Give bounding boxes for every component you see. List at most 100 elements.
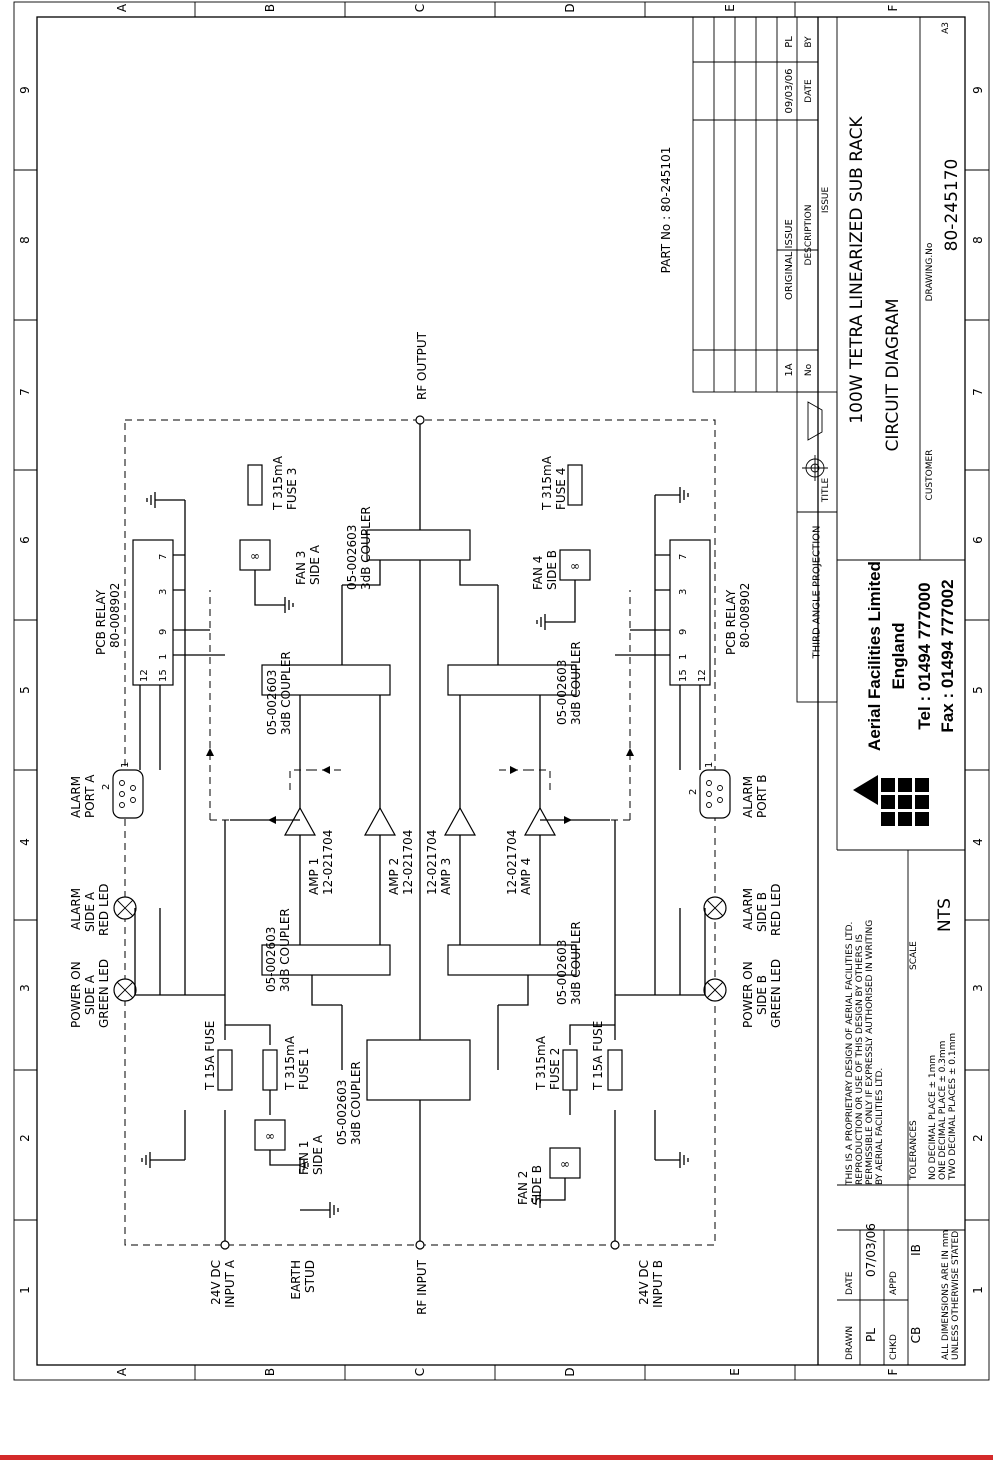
company-fax: Fax : 01494 777002 <box>938 579 957 732</box>
tolerances-label: TOLERANCES <box>909 1120 919 1181</box>
drawing-subtitle: CIRCUIT DIAGRAM <box>883 299 903 452</box>
port-b-pin-1: 1 <box>704 762 715 768</box>
scale-label: SCALE <box>909 941 919 970</box>
coupler-combine-a-label-1: 05-002603 <box>265 670 279 735</box>
fuse-3-label-1: T 315mA <box>271 455 285 511</box>
svg-text:∞: ∞ <box>570 559 580 573</box>
alarm-led-b-label-3: RED LED <box>769 884 783 936</box>
revision-col-no: No <box>804 363 814 376</box>
relay-b-pin-7: 7 <box>678 554 689 560</box>
fuse-2-label-2: FUSE 2 <box>548 1048 562 1090</box>
zone-number-8-left: 8 <box>18 236 32 244</box>
svg-text:∞: ∞ <box>560 1157 570 1171</box>
circuit-labels: 24V DC INPUT A EARTH STUD RF INPUT 24V D… <box>69 331 783 1315</box>
terminal-input-b <box>610 1240 620 1250</box>
input-a-label-1: 24V DC <box>209 1260 223 1305</box>
coupler-split-a-label-1: 05-002603 <box>264 927 278 992</box>
power-a-label-2: SIDE A <box>83 974 97 1015</box>
coupler-combine-b-label-1: 05-002603 <box>555 660 569 725</box>
amp-3-icon <box>443 806 477 836</box>
fan-4-label-1: FAN 4 <box>531 556 545 590</box>
zone-number-3-right: 3 <box>971 984 985 992</box>
drawn-label: DRAWN <box>845 1326 855 1360</box>
zone-number-7-left: 7 <box>18 388 32 396</box>
fuse-1-label-2: FUSE 1 <box>297 1048 311 1090</box>
pcb-relay-a <box>132 539 174 686</box>
zone-letter-b-bottom: B <box>263 1368 277 1376</box>
terminal-rf-output <box>415 415 425 425</box>
coupler-split-b-label-1: 05-002603 <box>555 940 569 1005</box>
amp-1-icon <box>283 806 317 836</box>
zone-number-2-left: 2 <box>18 1134 32 1142</box>
power-rails <box>135 819 710 1245</box>
coupler-combine-a-label-2: 3dB COUPLER <box>279 651 293 735</box>
fuse-15a-b-label: T 15A FUSE <box>591 1021 605 1091</box>
power-b-label-1: POWER ON <box>741 961 755 1028</box>
fuse-2-label-1: T 315mA <box>534 1035 548 1091</box>
projection-symbol-icon <box>802 401 828 481</box>
coupler-output <box>366 529 471 561</box>
input-b-label-2: INPUT B <box>651 1260 665 1308</box>
zone-number-4-right: 4 <box>971 838 985 846</box>
alarm-led-a-icon <box>113 896 137 920</box>
coupler-split-b <box>447 944 577 976</box>
zone-ticks <box>14 2 989 1380</box>
earth-label-2: STUD <box>303 1260 317 1293</box>
alarm-led-a-label-1: ALARM <box>69 888 83 930</box>
input-b-label-1: 24V DC <box>637 1260 651 1305</box>
fuse-1 <box>262 1049 278 1091</box>
fuse-3-label-2: FUSE 3 <box>285 468 299 510</box>
revision-description: ORIGINAL ISSUE <box>784 219 795 300</box>
alarm-port-b-icon <box>699 769 731 819</box>
circuit: ∞ ∞ ∞ ∞ <box>112 415 731 1250</box>
alarm-led-b-icon <box>703 896 727 920</box>
tolerance-line-3: TWO DECIMAL PLACES ± 0.1mm <box>948 1033 958 1181</box>
terminal-rf-input <box>415 1240 425 1250</box>
company-logo <box>853 775 929 826</box>
drawn-value: PL <box>864 1328 878 1342</box>
proprietary-line-1: THIS IS A PROPRIETARY DESIGN OF AERIAL F… <box>845 922 855 1186</box>
dimensions-note-1: ALL DIMENSIONS ARE IN mm <box>941 1230 951 1360</box>
coupler-output-label-1: 05-002603 <box>345 525 359 590</box>
drawing-number: 80-245170 <box>942 159 962 252</box>
date-value: 07/03/06 <box>864 1223 878 1277</box>
zone-number-5-right: 5 <box>971 686 985 694</box>
sheet-size: A3 <box>941 22 951 34</box>
amp-2-icon <box>363 806 397 836</box>
drawing-title: 100W TETRA LINEARIZED SUB RACK <box>847 115 867 423</box>
alarm-port-b-label-2: PORT B <box>755 774 769 818</box>
fan-3-label-1: FAN 3 <box>294 551 308 585</box>
input-a-label-2: INPUT A <box>223 1259 237 1308</box>
pcb-relay-b <box>669 539 711 686</box>
alarm-port-a-label-1: ALARM <box>69 776 83 818</box>
fuse-15a-b <box>607 1049 623 1091</box>
relay-b-pin-1: 1 <box>678 654 689 660</box>
alarm-led-a-label-2: SIDE A <box>83 891 97 932</box>
relay-a-pin-1: 1 <box>158 654 169 660</box>
title-block: THIRD ANGLE PROJECTION TITLE 100W TETRA … <box>796 17 965 1365</box>
fuse-4-label-1: T 315mA <box>540 455 554 511</box>
fuse-1-label-1: T 315mA <box>283 1035 297 1091</box>
revision-by: PL <box>784 36 795 48</box>
zone-letter-d-top: D <box>563 3 577 12</box>
date-label: DATE <box>845 1271 855 1295</box>
amp-2-label-1: AMP 2 <box>387 858 401 895</box>
company-tel: Tel : 01494 777000 <box>915 582 934 729</box>
power-led-b-icon <box>703 978 727 1002</box>
fan-2-icon: ∞ <box>549 1147 581 1179</box>
fan-3-label-2: SIDE A <box>308 544 322 585</box>
zone-letter-c-top: C <box>413 4 427 12</box>
fan-3-icon: ∞ <box>239 539 271 571</box>
title-label: TITLE <box>821 478 831 504</box>
alarm-led-a-label-3: RED LED <box>97 884 111 936</box>
company-name: Aerial Facilities Limited <box>865 561 884 751</box>
zone-number-9-left: 9 <box>18 86 32 94</box>
power-led-a-icon <box>113 978 137 1002</box>
dimensions-note-2: UNLESS OTHERWISE STATED <box>951 1231 961 1360</box>
amp-1-label-2: 12-021704 <box>321 830 335 895</box>
relay-b-pin-15: 15 <box>678 669 689 682</box>
port-b-pin-2: 2 <box>688 789 699 795</box>
relay-a-pin-15: 15 <box>158 669 169 682</box>
power-b-label-2: SIDE B <box>755 975 769 1015</box>
